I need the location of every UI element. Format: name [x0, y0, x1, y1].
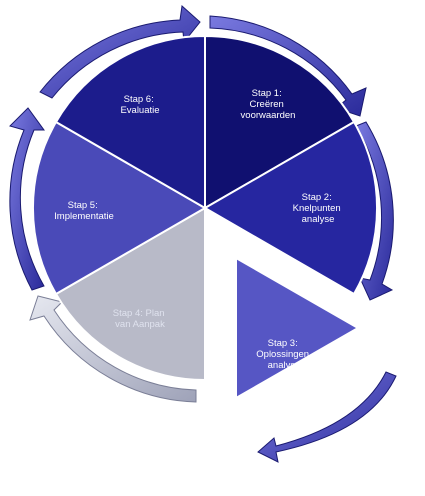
label-step6: Stap 6: Evaluatie — [120, 94, 159, 116]
arrow-step6-to-step1 — [39, 5, 201, 99]
label-step1-line1: Stap 1: — [252, 88, 282, 99]
segment-step3 — [235, 256, 361, 400]
segment-step2 — [202, 120, 378, 296]
label-step3-line3: analyse — [268, 360, 301, 371]
label-step3-line2: Oplossingen — [256, 349, 309, 360]
label-step2-line2: Knelpunten — [293, 203, 341, 214]
cycle-arrows — [9, 5, 397, 463]
segment-step4 — [54, 206, 206, 382]
segment-labels: Stap 1: Creëren voorwaarden Stap 2: Knel… — [54, 88, 344, 371]
segment-step5 — [32, 120, 208, 296]
label-step5: Stap 5: Implementatie — [54, 200, 114, 222]
arrow-step3-outer — [257, 371, 397, 463]
segment-step1 — [204, 34, 356, 210]
label-step1-line3: voorwaarden — [241, 110, 296, 121]
label-step3: Stap 3: Oplossingen analyse — [256, 338, 311, 371]
arrow-step4-to-step5 — [29, 295, 197, 403]
label-step1-line2: Creëren — [250, 99, 284, 110]
label-step1: Stap 1: Creëren voorwaarden — [241, 88, 296, 121]
label-step2-line3: analyse — [302, 214, 335, 225]
segment-step6 — [54, 34, 206, 210]
label-step5-line2: Implementatie — [54, 211, 114, 222]
cycle-segments — [32, 34, 378, 400]
label-step5-line1: Stap 5: — [68, 200, 98, 211]
label-step3-line1: Stap 3: — [268, 338, 298, 349]
label-step4-line1: Stap 4: Plan — [113, 308, 165, 319]
label-step4-line2: van Aanpak — [115, 319, 165, 330]
arrow-step5-to-step6 — [9, 107, 45, 291]
label-step6-line2: Evaluatie — [120, 105, 159, 116]
label-step4: Stap 4: Plan van Aanpak — [113, 308, 167, 330]
label-step2-line1: Stap 2: — [302, 192, 332, 203]
label-step2: Stap 2: Knelpunten analyse — [293, 192, 344, 225]
arrow-step2-to-step3 — [355, 121, 394, 301]
label-step6-line1: Stap 6: — [124, 94, 154, 105]
